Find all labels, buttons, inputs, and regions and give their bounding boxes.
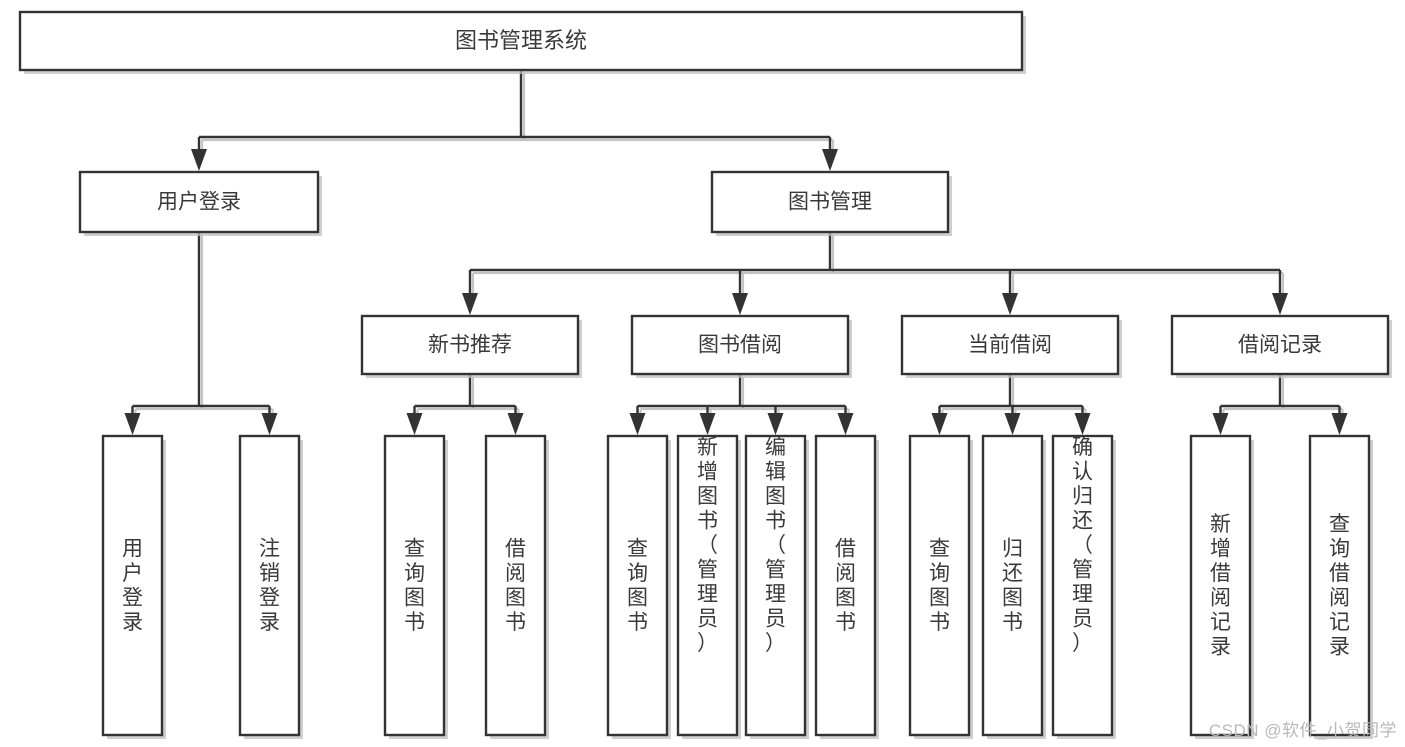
node-label: 查询借阅记录 bbox=[1329, 513, 1350, 659]
node-leaf-logout[interactable]: 注销登录 bbox=[238, 434, 303, 739]
node-leaf-query-book-2[interactable]: 查询图书 bbox=[606, 434, 671, 739]
node-box[interactable] bbox=[101, 434, 164, 737]
node-leaf-edit-book[interactable]: 编辑图书（管理员） bbox=[744, 434, 809, 739]
node-label: 查询图书 bbox=[929, 538, 950, 635]
node-layer: 图书管理系统用户登录图书管理新书推荐图书借阅当前借阅借阅记录用户登录注销登录查询… bbox=[18, 10, 1392, 739]
node-box[interactable] bbox=[484, 434, 547, 737]
arrow-head-icon-leaf-query-book-1 bbox=[406, 413, 423, 435]
node-label: 借阅图书 bbox=[505, 538, 526, 635]
node-box[interactable] bbox=[900, 314, 1120, 376]
node-leaf-query-record[interactable]: 查询借阅记录 bbox=[1308, 434, 1373, 739]
arrow-head-icon-leaf-return-book bbox=[1004, 413, 1021, 435]
node-box[interactable] bbox=[744, 434, 807, 737]
node-label: 新增借阅记录 bbox=[1210, 513, 1231, 659]
node-label: 查询图书 bbox=[627, 538, 648, 635]
node-box[interactable] bbox=[18, 10, 1024, 72]
arrow-head-icon-leaf-user-login bbox=[124, 413, 141, 435]
watermark-text: CSDN @软件_小贺同学 bbox=[1208, 721, 1397, 740]
node-label: 当前借阅 bbox=[968, 334, 1052, 357]
arrow-head-icon-leaf-add-record bbox=[1212, 413, 1229, 435]
arrow-head-icon-leaf-borrow-book-1 bbox=[507, 413, 524, 435]
node-box[interactable] bbox=[710, 170, 950, 234]
node-book-manage[interactable]: 图书管理 bbox=[710, 170, 952, 236]
node-box[interactable] bbox=[676, 434, 739, 737]
node-borrow-record[interactable]: 借阅记录 bbox=[1170, 314, 1392, 378]
node-box[interactable] bbox=[1051, 434, 1114, 737]
connector-layer bbox=[124, 70, 1348, 435]
node-new-book-recommend[interactable]: 新书推荐 bbox=[360, 314, 582, 378]
node-box[interactable] bbox=[78, 170, 320, 234]
node-label: 归还图书 bbox=[1002, 538, 1023, 635]
node-box[interactable] bbox=[238, 434, 301, 737]
node-box[interactable] bbox=[814, 434, 877, 737]
arrow-head-icon-leaf-query-book-2 bbox=[629, 413, 646, 435]
node-leaf-borrow-book-1[interactable]: 借阅图书 bbox=[484, 434, 549, 739]
arrow-head-icon-leaf-query-book-3 bbox=[931, 413, 948, 435]
arrow-head-icon-book-manage bbox=[822, 149, 838, 171]
node-label: 注销登录 bbox=[259, 538, 280, 635]
node-leaf-add-record[interactable]: 新增借阅记录 bbox=[1189, 434, 1254, 739]
node-label: 编辑图书（管理员） bbox=[765, 436, 786, 655]
node-label: 查询图书 bbox=[404, 538, 425, 635]
node-label: 图书借阅 bbox=[698, 334, 782, 357]
node-box[interactable] bbox=[1189, 434, 1252, 737]
node-leaf-confirm-return[interactable]: 确认归还（管理员） bbox=[1051, 434, 1116, 739]
node-box[interactable] bbox=[1308, 434, 1371, 737]
node-current-borrow[interactable]: 当前借阅 bbox=[900, 314, 1122, 378]
node-box[interactable] bbox=[360, 314, 580, 376]
node-label: 图书管理 bbox=[788, 191, 872, 214]
node-leaf-query-book-3[interactable]: 查询图书 bbox=[908, 434, 973, 739]
node-label: 借阅记录 bbox=[1238, 334, 1322, 357]
node-leaf-user-login[interactable]: 用户登录 bbox=[101, 434, 166, 739]
arrow-head-icon-book-borrow bbox=[732, 293, 748, 315]
node-root[interactable]: 图书管理系统 bbox=[18, 10, 1026, 74]
arrow-head-icon-current-borrow bbox=[1002, 293, 1018, 315]
node-box[interactable] bbox=[383, 434, 446, 737]
node-box[interactable] bbox=[606, 434, 669, 737]
arrow-head-icon-leaf-logout bbox=[261, 413, 278, 435]
node-leaf-borrow-book-2[interactable]: 借阅图书 bbox=[814, 434, 879, 739]
node-leaf-add-book[interactable]: 新增图书（管理员） bbox=[676, 434, 741, 739]
arrow-head-icon-leaf-edit-book bbox=[767, 413, 784, 435]
arrow-head-icon-user-login bbox=[191, 149, 207, 171]
node-label: 新增图书（管理员） bbox=[697, 436, 718, 655]
node-label: 借阅图书 bbox=[835, 538, 856, 635]
node-box[interactable] bbox=[630, 314, 850, 376]
arrow-head-icon-leaf-query-record bbox=[1331, 413, 1348, 435]
node-label: 图书管理系统 bbox=[455, 28, 587, 53]
node-leaf-query-book-1[interactable]: 查询图书 bbox=[383, 434, 448, 739]
arrow-head-icon-leaf-confirm-return bbox=[1074, 413, 1091, 435]
node-leaf-return-book[interactable]: 归还图书 bbox=[981, 434, 1046, 739]
node-user-login[interactable]: 用户登录 bbox=[78, 170, 322, 236]
arrow-head-icon-leaf-add-book bbox=[699, 413, 716, 435]
node-label: 用户登录 bbox=[122, 538, 143, 635]
arrow-head-icon-leaf-borrow-book-2 bbox=[837, 413, 854, 435]
arrow-head-icon-new-book-recommend bbox=[462, 293, 478, 315]
node-label: 确认归还（管理员） bbox=[1072, 436, 1093, 655]
node-label: 新书推荐 bbox=[428, 334, 512, 357]
node-label: 用户登录 bbox=[157, 191, 241, 214]
node-box[interactable] bbox=[908, 434, 971, 737]
node-box[interactable] bbox=[1170, 314, 1390, 376]
node-box[interactable] bbox=[981, 434, 1044, 737]
node-book-borrow[interactable]: 图书借阅 bbox=[630, 314, 852, 378]
arrow-head-icon-borrow-record bbox=[1272, 293, 1288, 315]
